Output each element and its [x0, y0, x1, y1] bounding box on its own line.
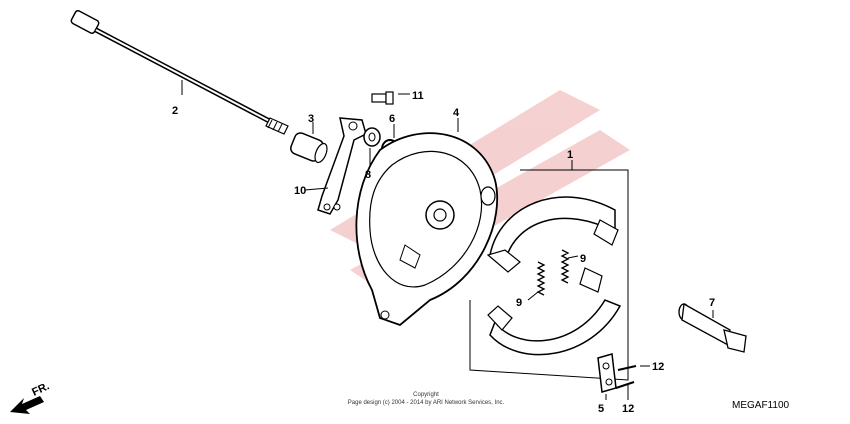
callout-9-right: 9 [580, 253, 586, 265]
callout-7: 7 [709, 297, 715, 309]
copyright-line-1: Copyright [413, 392, 439, 398]
callout-10: 10 [294, 185, 306, 197]
copyright-line-2: Page design (c) 2004 - 2014 by ARI Netwo… [348, 400, 505, 406]
axle-part[interactable] [70, 10, 289, 135]
cotter-pin-upper-part[interactable] [617, 365, 637, 371]
callout-5: 5 [598, 403, 604, 415]
cotter-pin-lower-part[interactable] [615, 381, 635, 389]
callout-1: 1 [567, 149, 573, 161]
cam-part[interactable] [678, 302, 747, 353]
callout-labels: 2 3 10 11 6 8 4 1 9 9 7 12 12 5 [172, 90, 715, 415]
callout-11: 11 [412, 90, 424, 102]
callout-6: 6 [389, 113, 395, 125]
direction-label: FR. [30, 380, 51, 398]
callout-12-upper: 12 [652, 361, 664, 373]
callout-12-lower: 12 [622, 403, 634, 415]
callout-4: 4 [453, 107, 460, 119]
diagram-code: MEGAF1100 [732, 400, 789, 411]
copyright-block: Copyright Page design (c) 2004 - 2014 by… [348, 392, 505, 406]
spring-part-left[interactable] [536, 261, 546, 296]
plate-part[interactable] [597, 353, 617, 393]
leader-lines [181, 80, 714, 400]
brake-panel-part[interactable] [355, 132, 499, 327]
spring-part-right[interactable] [560, 249, 570, 284]
bolt-part[interactable] [371, 91, 394, 105]
brake-arm-part[interactable] [317, 117, 367, 215]
brake-shoe-lower-part[interactable] [487, 267, 622, 356]
brake-shoe-upper-part[interactable] [486, 196, 619, 273]
callout-9-left: 9 [516, 297, 522, 309]
washer-part[interactable] [363, 127, 381, 147]
callout-3: 3 [308, 113, 314, 125]
callout-2: 2 [172, 105, 178, 117]
callout-8: 8 [365, 169, 371, 181]
assembly-bracket [469, 169, 629, 381]
front-direction-indicator: FR. [10, 380, 51, 414]
collar-part[interactable] [289, 131, 329, 164]
